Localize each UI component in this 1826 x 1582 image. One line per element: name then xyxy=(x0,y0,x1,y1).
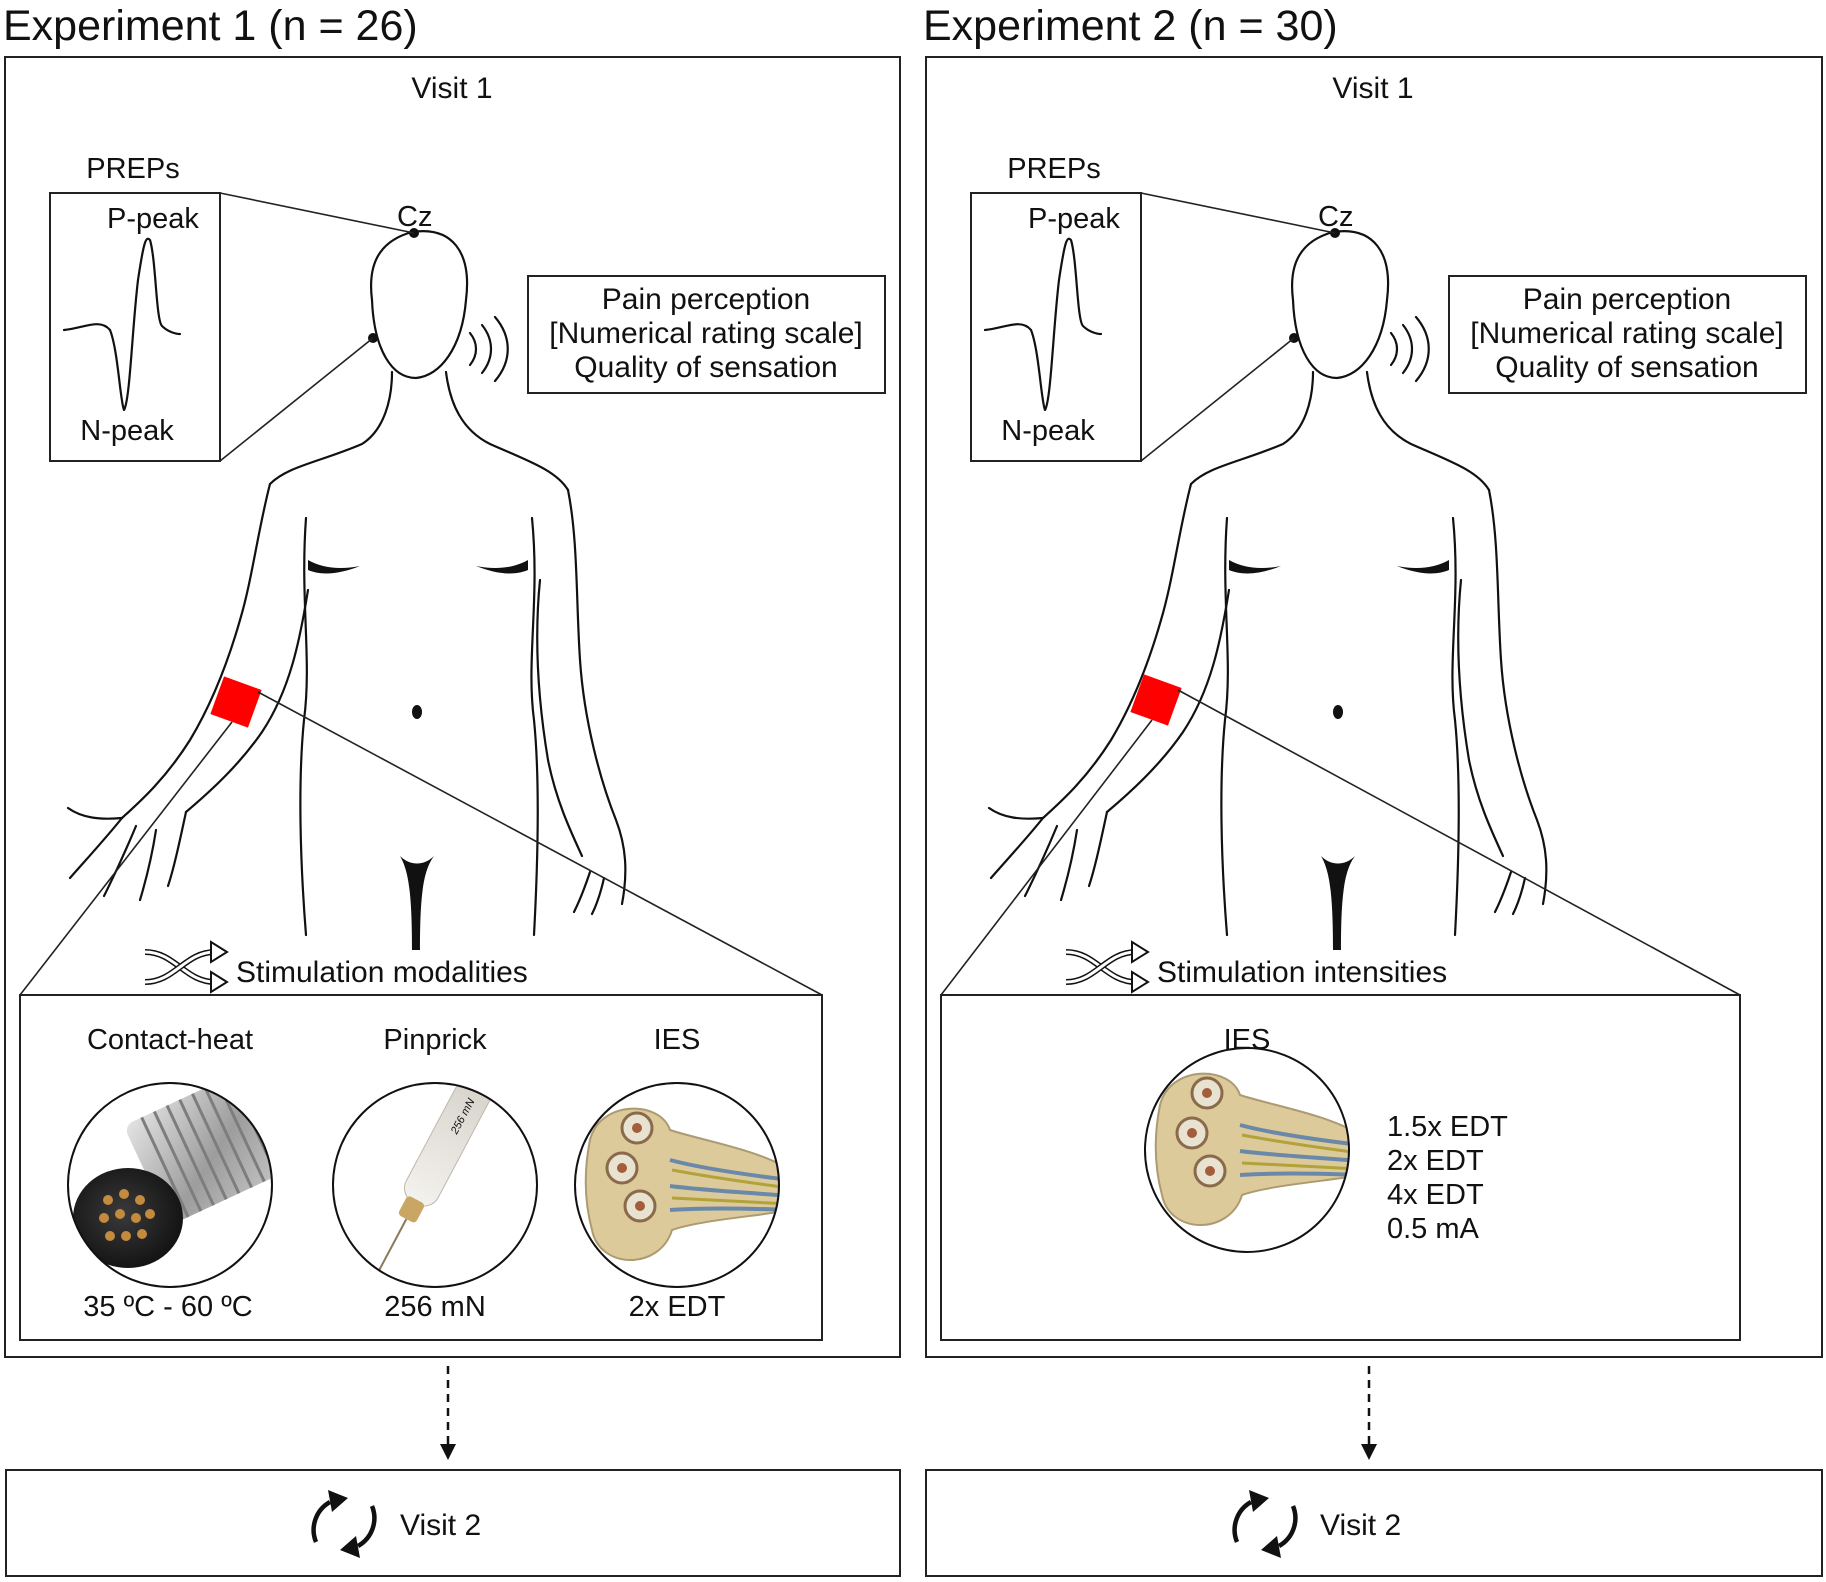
pinprick-value: 256 mN xyxy=(384,1291,486,1323)
visit-2-box xyxy=(925,1469,1823,1577)
prep-waveform-trace xyxy=(983,237,1103,412)
pain-perception-line-1: Pain perception xyxy=(1523,283,1731,316)
preps-label: PREPs xyxy=(86,153,179,185)
pain-perception-box xyxy=(527,275,886,394)
stimulation-site-marker xyxy=(1130,674,1182,726)
ies-label: IES xyxy=(654,1024,701,1056)
pain-perception-line-3: Quality of sensation xyxy=(1495,351,1758,384)
stimulation-modalities-title: Stimulation modalities xyxy=(236,956,528,989)
prep-waveform-trace xyxy=(62,237,182,412)
experiment-1-title: Experiment 1 (n = 26) xyxy=(3,2,418,50)
contact-heat-value: 35 ºC - 60 ºC xyxy=(83,1291,252,1323)
pain-perception-line-2: [Numerical rating scale] xyxy=(1470,317,1783,350)
intensity-item: 2x EDT xyxy=(1387,1145,1484,1177)
contact-heat-probe-photo xyxy=(68,1083,272,1287)
ies-value: 2x EDT xyxy=(629,1291,726,1323)
stimulation-intensities-title: Stimulation intensities xyxy=(1157,956,1447,989)
p-peak-label: P-peak xyxy=(1028,203,1120,235)
cz-label: Cz xyxy=(397,201,432,233)
intensity-list: 1.5x EDT 2x EDT 4x EDT 0.5 mA xyxy=(1387,1111,1508,1245)
preps-label: PREPs xyxy=(1007,153,1100,185)
visit-2-box xyxy=(5,1469,901,1577)
contact-heat-label: Contact-heat xyxy=(87,1024,253,1056)
visit-1-label: Visit 1 xyxy=(1332,72,1413,105)
ies-electrode-photo xyxy=(1145,1048,1349,1252)
human-body-outline xyxy=(987,230,1548,950)
pinprick-label: Pinprick xyxy=(383,1024,487,1056)
cz-label: Cz xyxy=(1318,201,1353,233)
sound-waves-icon xyxy=(1389,315,1430,383)
visit-2-label: Visit 2 xyxy=(1320,1509,1401,1542)
pain-perception-line-3: Quality of sensation xyxy=(574,351,837,384)
pain-perception-line-2: [Numerical rating scale] xyxy=(549,317,862,350)
experiment-2-title: Experiment 2 (n = 30) xyxy=(923,2,1338,50)
intensity-item: 4x EDT xyxy=(1387,1179,1484,1211)
visit-1-label: Visit 1 xyxy=(411,72,492,105)
ies-electrode-photo xyxy=(575,1083,779,1287)
repeat-cycle-icon xyxy=(311,1490,377,1558)
intensity-item: 0.5 mA xyxy=(1387,1213,1480,1245)
pain-perception-box xyxy=(1448,275,1807,394)
sound-waves-icon xyxy=(468,315,509,383)
intensity-item: 1.5x EDT xyxy=(1387,1111,1508,1143)
experiment-1-panel: Experiment 1 (n = 26) Visit 1 xyxy=(3,2,901,1577)
shuffle-icon xyxy=(1065,940,1150,994)
p-peak-label: P-peak xyxy=(107,203,199,235)
n-peak-label: N-peak xyxy=(1001,415,1095,447)
experiment-2-panel: Experiment 2 (n = 30) Visit 1 xyxy=(923,2,1823,1577)
n-peak-label: N-peak xyxy=(80,415,174,447)
stimulation-site-marker xyxy=(210,676,262,728)
human-body-outline xyxy=(66,230,627,950)
pain-perception-line-1: Pain perception xyxy=(602,283,810,316)
repeat-cycle-icon xyxy=(1232,1490,1298,1558)
shuffle-icon xyxy=(144,940,229,994)
visit-2-label: Visit 2 xyxy=(400,1509,481,1542)
